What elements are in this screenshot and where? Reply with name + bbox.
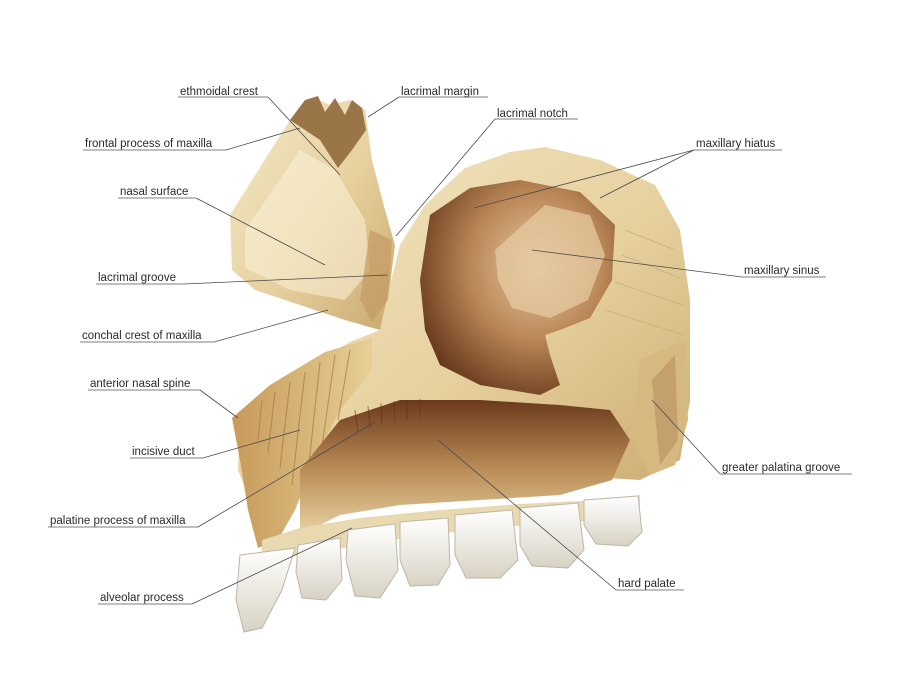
label-nasal-surface: nasal surface — [120, 186, 188, 198]
maxilla-bone — [230, 96, 690, 560]
anterior-nasal-spine-region — [232, 338, 372, 548]
label-maxillary-sinus: maxillary sinus — [744, 265, 820, 277]
label-frontal-process: frontal process of maxilla — [85, 138, 213, 150]
label-hard-palate: hard palate — [618, 578, 676, 590]
labels: ethmoidal crest lacrimal margin lacrimal… — [50, 86, 840, 604]
label-lacrimal-margin: lacrimal margin — [401, 86, 479, 98]
palatine-process — [300, 400, 630, 535]
sinus-wall — [495, 205, 605, 318]
leader-lines — [48, 96, 852, 605]
label-greater-palatina-groove: greater palatina groove — [722, 462, 840, 474]
label-alveolar-process: alveolar process — [100, 592, 184, 604]
tooth-incisor-2 — [295, 537, 343, 601]
label-lacrimal-notch: lacrimal notch — [497, 108, 568, 120]
tooth-molar-1 — [519, 502, 585, 569]
label-anterior-nasal-spine: anterior nasal spine — [90, 378, 190, 390]
tooth-incisor-front — [235, 547, 296, 633]
tooth-canine — [345, 523, 399, 599]
label-maxillary-hiatus: maxillary hiatus — [696, 138, 775, 150]
tooth-premolar-1 — [399, 517, 451, 587]
teeth — [235, 495, 643, 633]
palatal-ridges — [354, 399, 421, 433]
lacrimal-groove-shade — [360, 230, 392, 322]
label-conchal-crest: conchal crest of maxilla — [82, 330, 202, 342]
posterior-wall-striations — [604, 229, 685, 336]
tooth-molar-2 — [583, 495, 643, 547]
label-ethmoidal-crest: ethmoidal crest — [180, 86, 259, 98]
tooth-premolar-2 — [454, 509, 519, 579]
nasal-surface-shade — [245, 150, 370, 300]
label-palatine-process: palatine process of maxilla — [50, 515, 186, 527]
frontal-process-edge — [290, 96, 366, 168]
groove-shadow — [652, 355, 678, 465]
label-lacrimal-groove: lacrimal groove — [98, 272, 176, 284]
label-incisive-duct: incisive duct — [132, 446, 195, 458]
